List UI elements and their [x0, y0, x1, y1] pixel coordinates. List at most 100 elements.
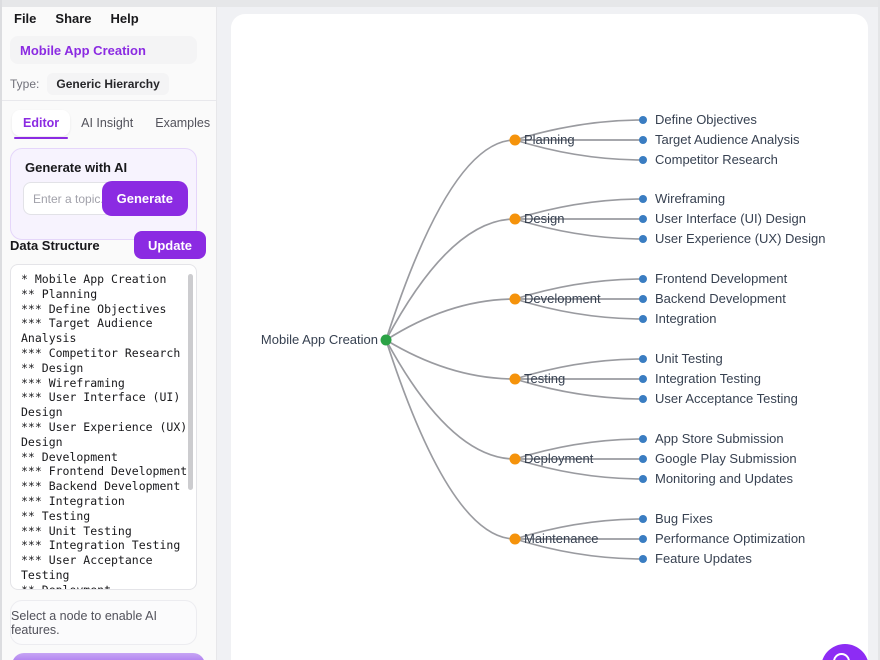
root-node-dot[interactable] — [380, 334, 392, 346]
child-node-dot[interactable] — [639, 215, 647, 223]
menu-file[interactable]: File — [14, 11, 37, 26]
child-node-dot[interactable] — [639, 355, 647, 363]
type-row: Type: Generic Hierarchy — [10, 73, 169, 95]
child-node-dot[interactable] — [639, 235, 647, 243]
generate-button[interactable]: Generate — [101, 181, 188, 216]
mindmap-edge — [514, 139, 644, 161]
generate-panel-title: Generate with AI — [25, 160, 128, 175]
data-structure-editor[interactable]: * Mobile App Creation ** Planning *** De… — [10, 264, 197, 590]
child-node-label[interactable]: Bug Fixes — [655, 511, 713, 526]
mindmap-edge — [514, 198, 644, 220]
child-node-label[interactable]: Target Audience Analysis — [655, 132, 800, 147]
mindmap-edge — [385, 339, 516, 380]
child-node-label[interactable]: Performance Optimization — [655, 531, 806, 546]
branch-node-label[interactable]: Planning — [524, 132, 575, 147]
child-node-label[interactable]: Integration — [655, 311, 717, 326]
child-node-label[interactable]: Google Play Submission — [655, 451, 797, 466]
child-node-label[interactable]: App Store Submission — [655, 431, 784, 446]
mindmap-edge — [385, 218, 516, 341]
document-title: Mobile App Creation — [20, 42, 146, 58]
child-node-dot[interactable] — [639, 136, 647, 144]
branch-node-dot[interactable] — [509, 213, 521, 225]
window-left-edge — [0, 0, 2, 660]
update-button[interactable]: Update — [133, 231, 206, 259]
tab-examples[interactable]: Examples — [155, 116, 211, 130]
child-node-dot[interactable] — [639, 156, 647, 164]
branch-node-dot[interactable] — [509, 373, 521, 385]
branch-node-label[interactable]: Deployment — [524, 451, 594, 466]
tab-ai-insight[interactable]: AI Insight — [81, 116, 134, 130]
child-node-dot[interactable] — [639, 116, 647, 124]
mindmap-edge — [514, 358, 644, 380]
child-node-dot[interactable] — [639, 535, 647, 543]
mindmap-edge — [385, 339, 516, 460]
child-node-dot[interactable] — [639, 195, 647, 203]
mindmap-edge — [514, 518, 644, 540]
ai-hint-box: Select a node to enable AI features. — [10, 600, 197, 645]
branch-node-label[interactable]: Development — [524, 291, 601, 306]
tab-editor[interactable]: Editor — [12, 110, 71, 139]
mindmap-edge — [514, 458, 644, 480]
branch-node-label[interactable]: Maintenance — [524, 531, 599, 546]
child-node-label[interactable]: Monitoring and Updates — [655, 471, 794, 486]
child-node-label[interactable]: Feature Updates — [655, 551, 752, 566]
ai-hint-text: Select a node to enable AI features. — [11, 608, 157, 637]
bottom-action-bar[interactable] — [12, 653, 205, 660]
child-node-label[interactable]: Frontend Development — [655, 271, 788, 286]
mindmap-edge — [514, 218, 644, 240]
root-node-label[interactable]: Mobile App Creation — [260, 332, 378, 347]
child-node-dot[interactable] — [639, 375, 647, 383]
editor-scrollbar-thumb[interactable] — [188, 274, 193, 490]
branch-node-dot[interactable] — [509, 533, 521, 545]
branch-node-dot[interactable] — [509, 293, 521, 305]
child-node-dot[interactable] — [639, 275, 647, 283]
mindmap-graph — [380, 116, 647, 563]
generate-with-ai-panel: Generate with AI Generate — [10, 148, 197, 240]
branch-node-label[interactable]: Design — [524, 211, 565, 226]
branch-node-dot[interactable] — [509, 134, 521, 146]
mindmap-edge — [385, 298, 516, 341]
sidebar: File Share Help Mobile App Creation Type… — [0, 7, 277, 660]
child-node-dot[interactable] — [639, 395, 647, 403]
child-node-label[interactable]: Integration Testing — [655, 371, 761, 386]
branch-node-label[interactable]: Testing — [524, 371, 566, 386]
child-node-label[interactable]: User Interface (UI) Design — [655, 211, 806, 226]
sidebar-tabs: Editor AI Insight Examples Settings — [12, 110, 277, 139]
child-node-dot[interactable] — [639, 475, 647, 483]
menu-share[interactable]: Share — [55, 11, 92, 26]
ring-icon — [833, 653, 850, 660]
window-top-edge — [0, 0, 880, 7]
mindmap-edge — [514, 378, 644, 400]
window-right-edge — [878, 0, 880, 660]
data-structure-label: Data Structure — [10, 238, 100, 253]
menubar: File Share Help — [14, 11, 139, 26]
mindmap-edge — [385, 339, 516, 540]
ai-fab-button[interactable] — [821, 644, 869, 660]
data-structure-text[interactable]: * Mobile App Creation ** Planning *** De… — [21, 272, 188, 590]
child-node-dot[interactable] — [639, 435, 647, 443]
child-node-dot[interactable] — [639, 295, 647, 303]
mindmap-edge — [514, 119, 644, 141]
child-node-dot[interactable] — [639, 455, 647, 463]
type-label: Type: — [10, 77, 40, 91]
mindmap-edge — [514, 298, 644, 320]
menu-help[interactable]: Help — [110, 11, 139, 26]
branch-node-dot[interactable] — [509, 453, 521, 465]
child-node-label[interactable]: Unit Testing — [655, 351, 723, 366]
document-title-box[interactable]: Mobile App Creation — [10, 36, 197, 64]
child-node-label[interactable]: Competitor Research — [655, 152, 778, 167]
child-node-label[interactable]: User Experience (UX) Design — [655, 231, 826, 246]
mindmap-edge — [514, 278, 644, 300]
child-node-label[interactable]: Wireframing — [655, 191, 726, 206]
child-node-label[interactable]: Define Objectives — [655, 112, 757, 127]
child-node-label[interactable]: User Acceptance Testing — [655, 391, 798, 406]
child-node-label[interactable]: Backend Development — [655, 291, 786, 306]
child-node-dot[interactable] — [639, 555, 647, 563]
mindmap-edge — [514, 538, 644, 560]
child-node-dot[interactable] — [639, 315, 647, 323]
type-value-badge: Generic Hierarchy — [47, 73, 169, 95]
child-node-dot[interactable] — [639, 515, 647, 523]
